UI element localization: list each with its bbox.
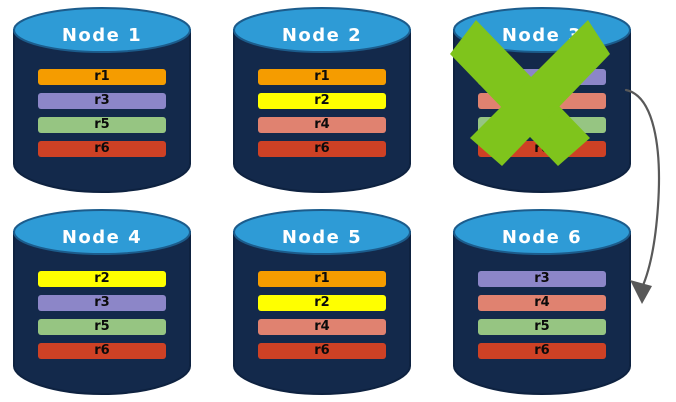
record-bar[interactable]: r1 [258, 271, 386, 287]
node-6[interactable]: Node 6 r3 r4 r5 r6 [452, 208, 632, 396]
record-bar[interactable]: r3 [38, 93, 166, 109]
failover-arrow-icon [624, 88, 661, 304]
record-list-1: r1 r3 r5 r6 [38, 69, 166, 157]
record-bar[interactable]: r2 [38, 271, 166, 287]
record-bar[interactable]: r6 [478, 343, 606, 359]
record-bar[interactable]: r6 [258, 141, 386, 157]
record-bar[interactable]: r4 [258, 117, 386, 133]
record-bar[interactable]: r5 [478, 117, 606, 133]
record-bar[interactable]: r4 [478, 93, 606, 109]
node-2[interactable]: Node 2 r1 r2 r4 r6 [232, 6, 412, 194]
record-list-2: r1 r2 r4 r6 [258, 69, 386, 157]
record-bar[interactable]: r4 [258, 319, 386, 335]
node-4[interactable]: Node 4 r2 r3 r5 r6 [12, 208, 192, 396]
record-list-6: r3 r4 r5 r6 [478, 271, 606, 359]
record-bar[interactable]: r1 [38, 69, 166, 85]
record-bar[interactable]: r6 [38, 141, 166, 157]
record-bar[interactable]: r5 [478, 319, 606, 335]
record-bar[interactable]: r5 [38, 117, 166, 133]
record-bar[interactable]: r2 [258, 93, 386, 109]
record-bar[interactable]: r3 [478, 271, 606, 287]
record-list-3: r3 r4 r5 r6 [478, 69, 606, 157]
record-bar[interactable]: r1 [258, 69, 386, 85]
record-list-5: r1 r2 r4 r6 [258, 271, 386, 359]
record-bar[interactable]: r6 [478, 141, 606, 157]
record-bar[interactable]: r2 [258, 295, 386, 311]
record-bar[interactable]: r4 [478, 295, 606, 311]
record-bar[interactable]: r5 [38, 319, 166, 335]
record-list-4: r2 r3 r5 r6 [38, 271, 166, 359]
record-bar[interactable]: r6 [258, 343, 386, 359]
record-bar[interactable]: r6 [38, 343, 166, 359]
record-bar[interactable]: r3 [478, 69, 606, 85]
record-bar[interactable]: r3 [38, 295, 166, 311]
node-5[interactable]: Node 5 r1 r2 r4 r6 [232, 208, 412, 396]
node-1[interactable]: Node 1 r1 r3 r5 r6 [12, 6, 192, 194]
